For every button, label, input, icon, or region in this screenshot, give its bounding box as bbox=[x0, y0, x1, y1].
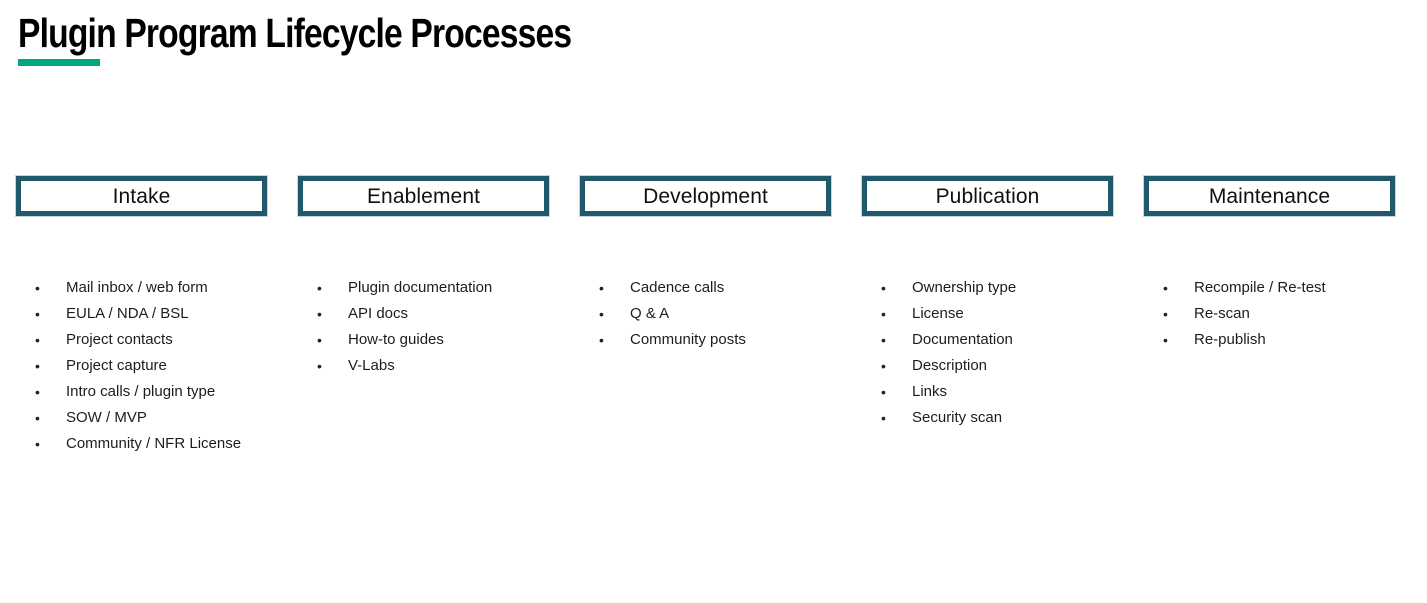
list-item: • Ownership type bbox=[862, 275, 1113, 301]
bullet-icon: • bbox=[35, 358, 40, 374]
list-item-label: Ownership type bbox=[912, 279, 1017, 296]
bullet-icon: • bbox=[599, 280, 604, 296]
bullet-icon: • bbox=[35, 384, 40, 400]
stage-header-label: Intake bbox=[112, 184, 171, 208]
list-item-label: Project capture bbox=[66, 357, 167, 374]
list-item-label: V-Labs bbox=[348, 357, 395, 374]
bullet-icon: • bbox=[35, 410, 40, 426]
bullet-icon: • bbox=[1163, 332, 1168, 348]
list-item-label: Documentation bbox=[912, 331, 1013, 348]
list-item: • Q & A bbox=[580, 301, 831, 327]
lifecycle-columns: Intake • Mail inbox / web form • EULA / NDA… bbox=[16, 176, 1395, 457]
list-item-label: Description bbox=[912, 357, 988, 374]
list-item-label: Project contacts bbox=[66, 331, 173, 348]
list-item: • Links bbox=[862, 379, 1113, 405]
list-item-label: Links bbox=[912, 383, 948, 400]
list-item: • License bbox=[862, 301, 1113, 327]
bullet-icon: • bbox=[35, 436, 40, 452]
bullet-icon: • bbox=[317, 332, 322, 348]
column-intake: Intake • Mail inbox / web form • EULA / NDA… bbox=[16, 176, 267, 457]
stage-header-enablement: Enablement bbox=[298, 176, 549, 216]
list-item-label: Intro calls / plugin type bbox=[66, 383, 216, 400]
list-item: • Description bbox=[862, 353, 1113, 379]
list-item-label: Community posts bbox=[630, 331, 746, 348]
stage-header-maintenance: Maintenance bbox=[1144, 176, 1395, 216]
bullet-icon: • bbox=[35, 332, 40, 348]
stage-header-label: Publication bbox=[935, 184, 1040, 208]
list-item: • EULA / NDA / BSL bbox=[16, 301, 267, 327]
bullet-icon: • bbox=[317, 306, 322, 322]
list-item: • Documentation bbox=[862, 327, 1113, 353]
bullet-icon: • bbox=[1163, 306, 1168, 322]
intake-list: •Mail inbox / web form•EULA / NDA / BSL•… bbox=[16, 275, 267, 457]
list-item: • Community / NFR License bbox=[16, 431, 267, 457]
bullet-icon: • bbox=[1163, 280, 1168, 296]
list-item-label: Community / NFR License bbox=[66, 435, 242, 452]
stage-header-label: Enablement bbox=[366, 184, 481, 208]
stage-header-label: Maintenance bbox=[1208, 184, 1331, 208]
list-item-label: Re-publish bbox=[1194, 331, 1266, 348]
list-item-label: Recompile / Re-test bbox=[1194, 279, 1326, 296]
list-item-label: Security scan bbox=[912, 409, 1003, 426]
list-item: • Re-scan bbox=[1144, 301, 1395, 327]
list-item-label: Q & A bbox=[630, 305, 670, 322]
page-title: Plugin Program Lifecycle Processes bbox=[18, 10, 572, 56]
list-item-label: How-to guides bbox=[348, 331, 444, 348]
stage-header-intake: Intake bbox=[16, 176, 267, 216]
list-item: • Cadence calls bbox=[580, 275, 831, 301]
development-list: • Cadence calls • Q & A • Community posts bbox=[580, 275, 831, 353]
bullet-icon: • bbox=[599, 306, 604, 322]
stage-header-label: Development bbox=[643, 184, 768, 208]
list-item: • V-Labs bbox=[298, 353, 549, 379]
list-item: • Intro calls / plugin type bbox=[16, 379, 267, 405]
list-item-label: Mail inbox / web form bbox=[66, 279, 208, 296]
list-item: • Project contacts bbox=[16, 327, 267, 353]
bullet-icon: • bbox=[881, 306, 886, 322]
list-item-label: License bbox=[912, 305, 964, 322]
stage-header-development: Development bbox=[580, 176, 831, 216]
list-item: • API docs bbox=[298, 301, 549, 327]
column-enablement: Enablement • Plugin documentation • API doc… bbox=[298, 176, 549, 457]
enablement-list: • Plugin documentation • API docs • How-to gu… bbox=[298, 275, 549, 379]
title-accent-rule bbox=[18, 59, 100, 66]
list-item-label: Plugin documentation bbox=[348, 279, 493, 296]
list-item: • Re-publish bbox=[1144, 327, 1395, 353]
list-item: • Project capture bbox=[16, 353, 267, 379]
list-item-label: SOW / MVP bbox=[66, 409, 147, 426]
column-maintenance: Maintenance • Recompile / Re-test • Re-scan… bbox=[1144, 176, 1395, 457]
bullet-icon: • bbox=[35, 280, 40, 296]
bullet-icon: • bbox=[317, 280, 322, 296]
bullet-icon: • bbox=[881, 410, 886, 426]
column-development: Development • Cadence calls • Q & A • Communi… bbox=[580, 176, 831, 457]
bullet-icon: • bbox=[317, 358, 322, 374]
maintenance-list: • Recompile / Re-test • Re-scan • Re-publish bbox=[1144, 275, 1395, 353]
stage-header-publication: Publication bbox=[862, 176, 1113, 216]
list-item-label: Re-scan bbox=[1194, 305, 1250, 322]
list-item-label: Cadence calls bbox=[630, 279, 725, 296]
list-item-label: API docs bbox=[348, 305, 409, 322]
bullet-icon: • bbox=[35, 306, 40, 322]
list-item: • Mail inbox / web form bbox=[16, 275, 267, 301]
bullet-icon: • bbox=[881, 332, 886, 348]
list-item: • Security scan bbox=[862, 405, 1113, 431]
list-item-label: EULA / NDA / BSL bbox=[66, 305, 189, 322]
bullet-icon: • bbox=[881, 384, 886, 400]
column-publication: Publication • Ownership type • License • Docu… bbox=[862, 176, 1113, 457]
bullet-icon: • bbox=[881, 358, 886, 374]
list-item: • Plugin documentation bbox=[298, 275, 549, 301]
list-item: • Community posts bbox=[580, 327, 831, 353]
publication-list: • Ownership type • License • Documentation • De… bbox=[862, 275, 1113, 431]
list-item: • SOW / MVP bbox=[16, 405, 267, 431]
list-item: • Recompile / Re-test bbox=[1144, 275, 1395, 301]
list-item: • How-to guides bbox=[298, 327, 549, 353]
bullet-icon: • bbox=[599, 332, 604, 348]
bullet-icon: • bbox=[881, 280, 886, 296]
